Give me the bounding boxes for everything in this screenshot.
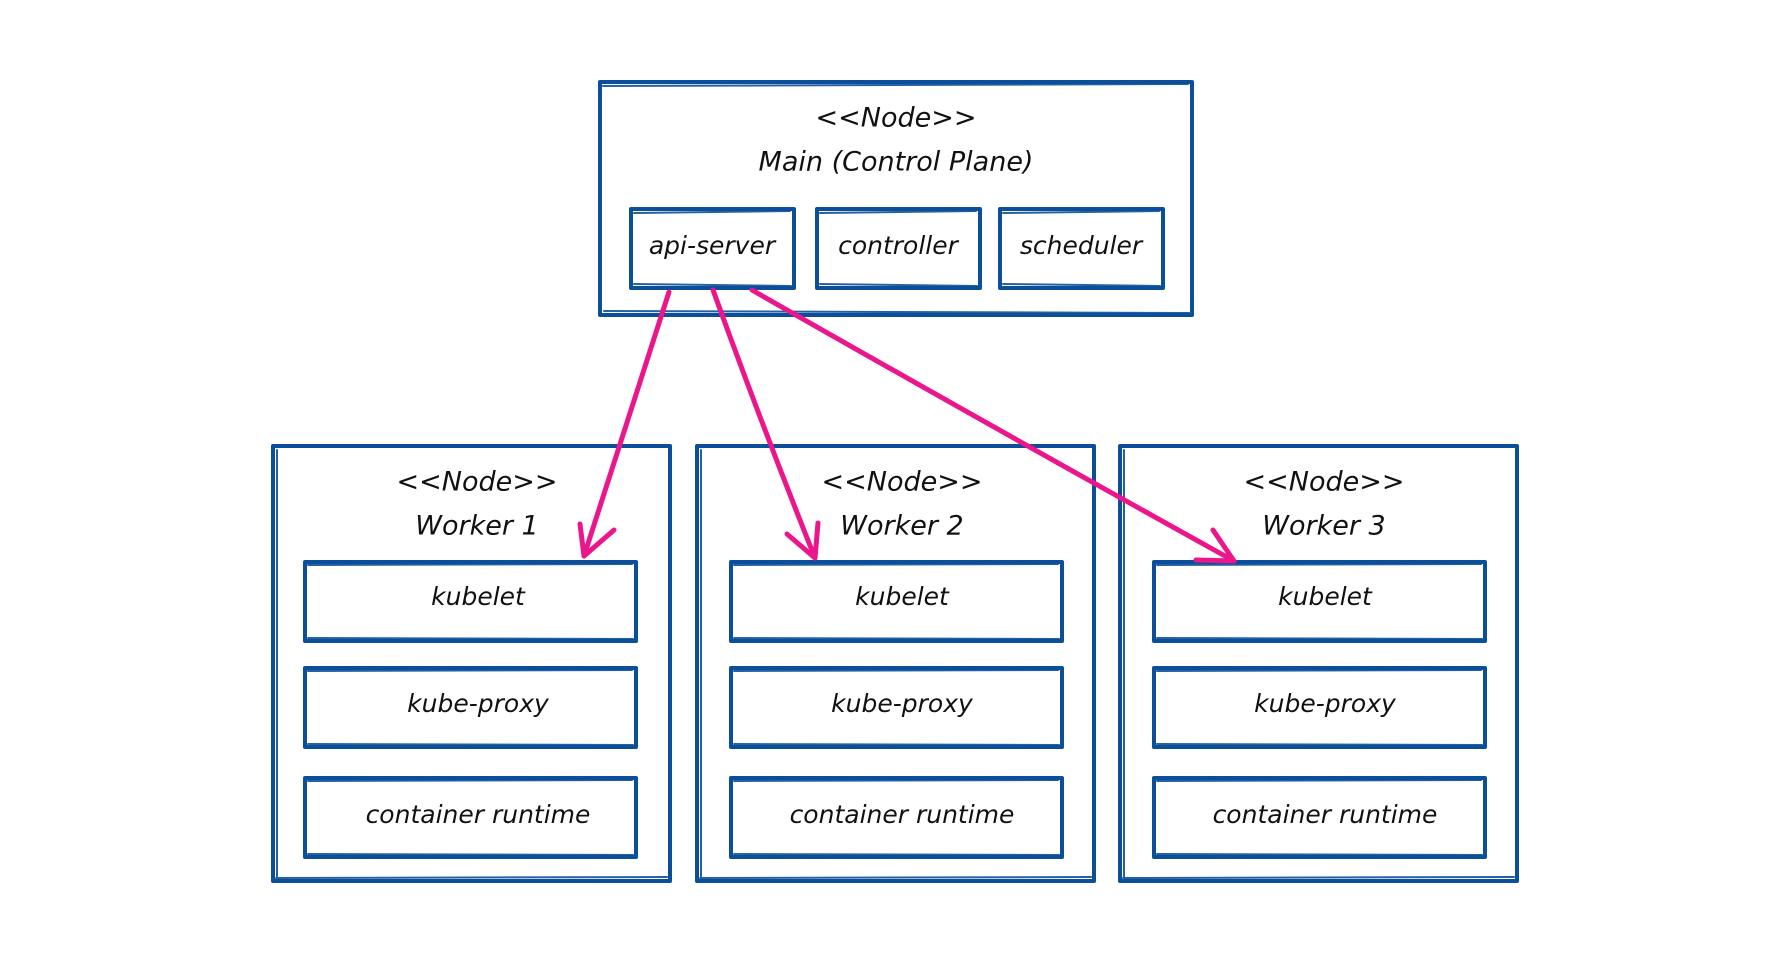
- worker-node-1: <<Node>> Worker 1 kubelet kube-proxy con…: [271, 444, 672, 883]
- component-sketch: [307, 563, 634, 640]
- component-kubelet: kubelet: [729, 560, 1064, 643]
- arrow-api-server-to-worker-3-kubelet: [749, 287, 1237, 564]
- component-sketch: [307, 779, 634, 856]
- worker-node-sketch: [275, 449, 668, 879]
- component-box: [729, 776, 1064, 859]
- main-node-frame: [598, 80, 1194, 317]
- arrow-shaft: [581, 289, 672, 559]
- component-kube-proxy: kube-proxy: [729, 666, 1064, 749]
- arrow-api-server-to-worker-1-kubelet: [577, 289, 672, 559]
- worker-node-sketch: [1122, 449, 1515, 879]
- arrow-shaft: [710, 287, 818, 561]
- worker-node-3: <<Node>> Worker 3 kubelet kube-proxy con…: [1118, 444, 1519, 883]
- worker-node-frame: [695, 444, 1096, 883]
- component-box: [1152, 560, 1487, 643]
- worker-node-stereotype: <<Node>>: [1244, 467, 1405, 498]
- component-sketch: [1156, 669, 1483, 746]
- component-label: kubelet: [855, 582, 950, 611]
- component-sketch: [733, 563, 1060, 640]
- main-node: <<Node>> Main (Control Plane) api-server…: [598, 80, 1194, 317]
- component-kubelet: kubelet: [303, 560, 638, 643]
- worker-node-stereotype: <<Node>>: [397, 467, 558, 498]
- arrows: [577, 287, 1237, 564]
- component-box: [1152, 666, 1487, 749]
- component-sketch: [1156, 779, 1483, 856]
- component-sketch: [307, 669, 634, 746]
- component-box: [303, 666, 638, 749]
- worker-node-title: Worker 1: [415, 511, 538, 542]
- component-label: container runtime: [366, 800, 591, 829]
- component-box: [815, 207, 982, 290]
- component-label: api-server: [649, 231, 777, 260]
- component-label: kube-proxy: [407, 689, 550, 718]
- component-box: [1152, 776, 1487, 859]
- component-container-runtime: container runtime: [1152, 776, 1487, 859]
- main-node-sketch-lines: [602, 83, 1190, 314]
- component-label: kube-proxy: [831, 689, 974, 718]
- arrow-shaft: [749, 287, 1237, 564]
- worker-node-stereotype: <<Node>>: [822, 467, 983, 498]
- component-container-runtime: container runtime: [729, 776, 1064, 859]
- component-label: container runtime: [790, 800, 1015, 829]
- component-kube-proxy: kube-proxy: [1152, 666, 1487, 749]
- component-kube-proxy: kube-proxy: [303, 666, 638, 749]
- component-box: [303, 776, 638, 859]
- component-sketch: [733, 779, 1060, 856]
- worker-node-sketch: [699, 449, 1092, 879]
- worker-node-frame: [1118, 444, 1519, 883]
- worker-node-title: Worker 2: [840, 511, 963, 542]
- component-label: scheduler: [1020, 231, 1144, 260]
- component-label: container runtime: [1213, 800, 1438, 829]
- component-sketch: [1002, 210, 1161, 287]
- worker-node-frame: [271, 444, 672, 883]
- worker-node-title: Worker 3: [1262, 511, 1385, 542]
- component-scheduler: scheduler: [998, 207, 1165, 290]
- main-node-title: Main (Control Plane): [759, 147, 1034, 178]
- component-label: kube-proxy: [1254, 689, 1397, 718]
- component-sketch: [1156, 563, 1483, 640]
- arrow-head: [577, 521, 617, 559]
- component-sketch: [819, 210, 978, 287]
- arrow-head: [784, 520, 821, 561]
- component-box: [729, 560, 1064, 643]
- component-controller: controller: [815, 207, 982, 290]
- component-label: controller: [838, 231, 960, 260]
- component-label: kubelet: [431, 582, 526, 611]
- main-node-stereotype: <<Node>>: [816, 103, 977, 134]
- component-box: [998, 207, 1165, 290]
- component-sketch: [633, 210, 792, 287]
- component-kubelet: kubelet: [1152, 560, 1487, 643]
- worker-node-2: <<Node>> Worker 2 kubelet kube-proxy con…: [695, 444, 1096, 883]
- component-box: [729, 666, 1064, 749]
- arrow-head: [1193, 527, 1237, 564]
- component-sketch: [733, 669, 1060, 746]
- component-api-server: api-server: [629, 207, 796, 290]
- component-box: [303, 560, 638, 643]
- component-container-runtime: container runtime: [303, 776, 638, 859]
- arrow-api-server-to-worker-2-kubelet: [710, 287, 821, 561]
- component-label: kubelet: [1278, 582, 1373, 611]
